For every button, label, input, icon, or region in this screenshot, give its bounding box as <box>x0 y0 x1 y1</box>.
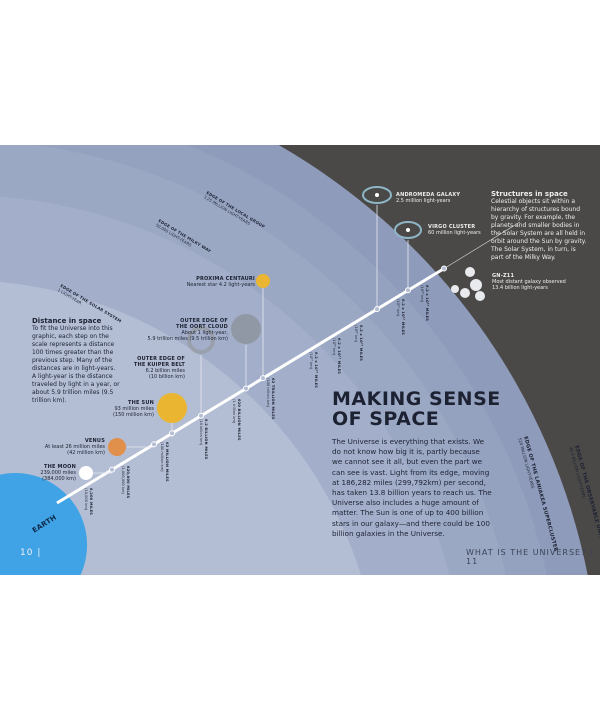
distance-tick-label: 6.2 x 10²³ MILES(10²⁴ km) <box>420 284 430 321</box>
intro-paragraph: The Universe is everything that exists. … <box>332 437 492 538</box>
scale-marker <box>109 466 115 473</box>
scale-marker <box>151 441 157 448</box>
distance-tick-label: 6.2 x 10¹⁷ MILES(10¹⁸ km) <box>332 337 342 374</box>
oort-cloud-icon <box>231 314 261 344</box>
scale-marker <box>260 375 266 382</box>
proxima-centauri-icon <box>256 274 270 288</box>
gn-z11-icon <box>451 267 485 301</box>
scale-line <box>56 266 446 505</box>
virgo-cluster-icon <box>394 221 422 239</box>
kuiper-belt-icon <box>187 326 215 354</box>
andromeda-galaxy-icon <box>362 186 392 204</box>
page-number-left: 10 | <box>20 548 42 558</box>
sun-icon <box>157 393 187 423</box>
moon-icon <box>79 466 93 480</box>
distance-tick-label: 620,000 MILES(1,000,000 km) <box>121 465 131 499</box>
distance-tick-label: 620 BILLION MILES(1 trillion km) <box>232 398 242 441</box>
distance-tick-label: 6.2 x 10¹⁵ MILES(10¹⁶ km) <box>309 351 319 388</box>
distance-tick-label: 62 TRILLION MILES(100 trillion km) <box>266 377 276 420</box>
scale-marker <box>198 412 204 419</box>
scale-marker <box>374 306 380 313</box>
scale-marker <box>169 430 175 437</box>
scale-marker <box>243 385 249 392</box>
scale-marker <box>405 287 411 294</box>
distance-tick-label: 62 MILLION MILES(100 million km) <box>160 442 170 482</box>
distance-tick-label: 6.2 x 10¹⁹ MILES(10²⁰ km) <box>354 324 364 361</box>
page-number-right: WHAT IS THE UNIVERSE? | 11 <box>466 548 594 566</box>
venus-icon <box>108 438 126 456</box>
distance-tick-label: 6.2 x 10²¹ MILES(10²² km) <box>396 299 406 336</box>
scale-marker <box>441 265 447 272</box>
distance-tick-label: 6.2 BILLION MILES(10 billion km) <box>199 418 209 460</box>
distance-tick-label: 6,200 MILES(10,000 km) <box>84 488 94 516</box>
